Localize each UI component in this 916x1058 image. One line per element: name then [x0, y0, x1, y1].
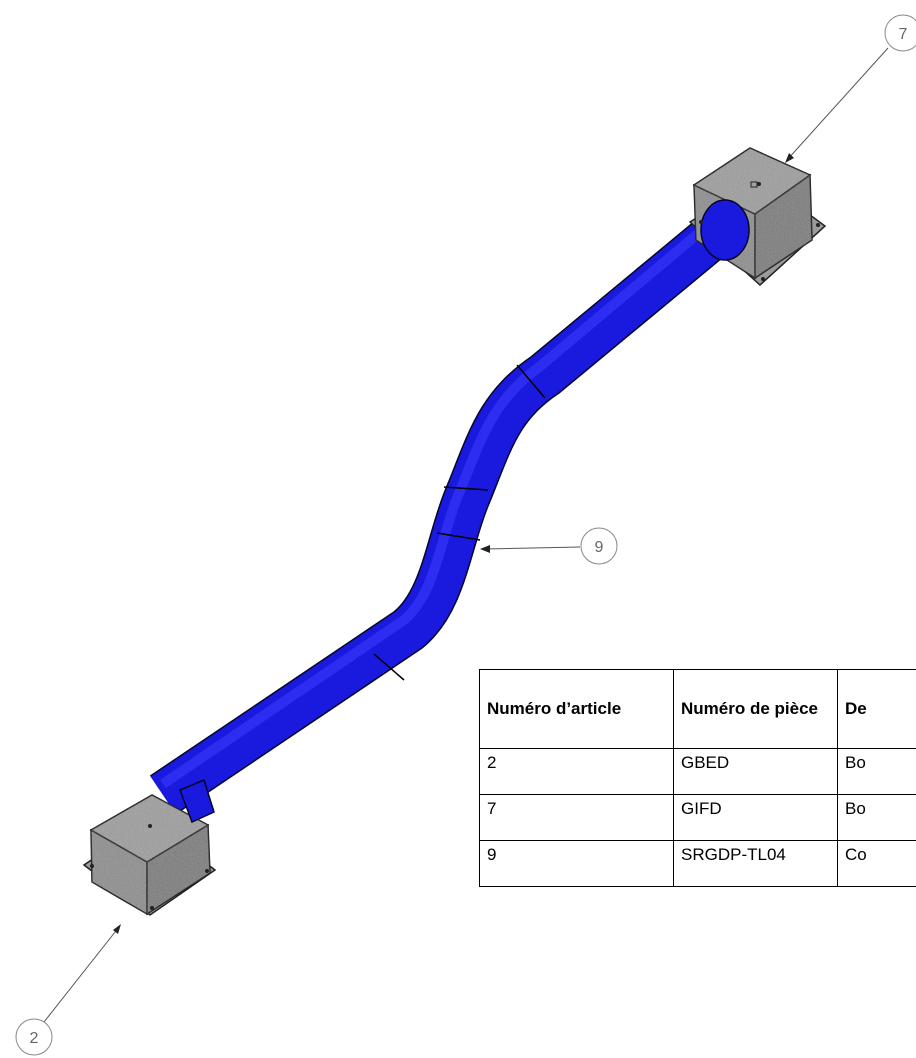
callout-2: 2	[15, 924, 121, 1056]
duct-seam	[436, 532, 481, 541]
cell-part-number: GIFD	[673, 794, 838, 841]
box-top-right	[688, 147, 827, 287]
leader-line	[484, 546, 581, 550]
callout-9: 9	[480, 527, 618, 565]
leader-line	[43, 926, 120, 1023]
leader-arrowhead	[785, 153, 794, 163]
bill-of-materials-table: Numéro d’article Numéro de pièce De 2 GB…	[479, 669, 916, 887]
duct-seam	[373, 653, 405, 681]
table-row: 2 GBED Bo	[479, 748, 916, 795]
balloon-label: 2	[30, 1030, 39, 1047]
cell-description: Bo	[837, 748, 916, 795]
cell-part-number: SRGDP-TL04	[673, 840, 838, 887]
column-header-description: De	[837, 669, 916, 749]
balloon-circle	[15, 1018, 53, 1056]
balloon-circle	[580, 527, 618, 565]
cell-item-number: 9	[479, 840, 674, 887]
column-header-part-number: Numéro de pièce	[673, 669, 838, 749]
cell-part-number: GBED	[673, 748, 838, 795]
cell-item-number: 2	[479, 748, 674, 795]
leader-line	[786, 47, 889, 161]
duct-body	[150, 213, 735, 814]
table-row: 7 GIFD Bo	[479, 794, 916, 841]
duct-seam	[516, 364, 546, 399]
cell-description: Co	[837, 840, 916, 887]
leader-arrowhead	[480, 545, 490, 553]
flexible-duct	[149, 211, 735, 815]
balloon-label: 9	[595, 539, 604, 556]
balloon-circle	[884, 14, 916, 52]
duct-seam	[443, 486, 489, 491]
box-collar	[179, 778, 215, 824]
box-bottom-left	[82, 778, 217, 916]
callout-7: 7	[785, 14, 916, 163]
table-header-row: Numéro d’article Numéro de pièce De	[479, 669, 916, 749]
column-header-item-number: Numéro d’article	[479, 669, 674, 749]
duct-highlight	[160, 218, 716, 789]
cell-item-number: 7	[479, 794, 674, 841]
cell-description: Bo	[837, 794, 916, 841]
balloon-label: 7	[899, 26, 908, 43]
leader-arrowhead	[113, 924, 121, 934]
table-row: 9 SRGDP-TL04 Co	[479, 840, 916, 887]
box-collar	[700, 199, 750, 261]
box-top-marking	[750, 181, 758, 188]
